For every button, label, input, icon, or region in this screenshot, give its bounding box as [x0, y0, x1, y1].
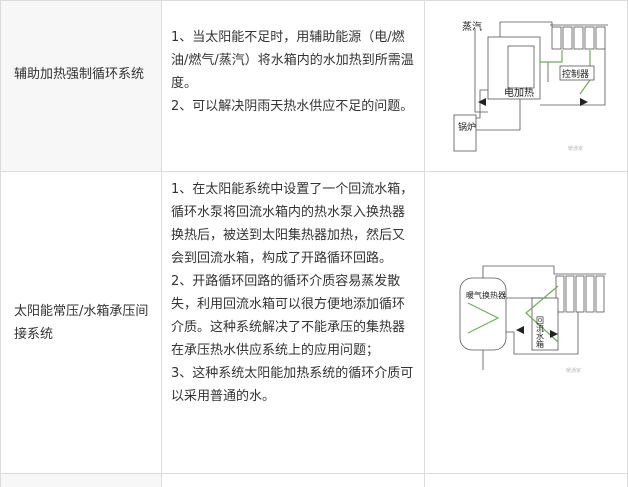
- description-point: 1、在太阳能系统中设置了一个回流水箱，循环水泵将回流水箱内的热水泵入换热器换热后…: [171, 182, 414, 266]
- return-tank: [531, 297, 559, 351]
- watermark: 暖通家: [566, 367, 581, 374]
- divider: [424, 0, 425, 487]
- heat-exchanger-label: 暖气换热器: [466, 290, 506, 300]
- flow-arrow: [580, 98, 588, 106]
- description-cell: 1、在太阳能系统中设置了一个回流水箱，循环水泵将回流水箱内的热水泵入换热器换热后…: [161, 171, 424, 473]
- system-name-cell: 辅助加热强制循环系统: [0, 0, 161, 171]
- heat-exchanger-vessel: [459, 277, 507, 351]
- description-point: 2、可以解决阴雨天热水供应不足的问题。: [171, 99, 414, 114]
- solar-collector-array: [554, 273, 606, 313]
- green-pipes: [467, 285, 559, 343]
- steam-label: 蒸汽: [462, 20, 482, 33]
- divider: [0, 0, 1, 487]
- divider: [0, 473, 628, 474]
- divider: [0, 171, 628, 172]
- controller-box: [559, 65, 595, 81]
- system-name: 辅助加热强制循环系统: [14, 67, 145, 82]
- system-name-cell: [0, 473, 161, 487]
- watermark: 暖通家: [568, 145, 583, 152]
- water-tank: [487, 36, 541, 100]
- indirect-system-diagram: 暖气换热器 回流水箱 暖通家: [438, 258, 618, 378]
- table-row: [0, 473, 628, 487]
- description-point: 2、开路循环回路的循环介质容易蒸发散失，利用回流水箱可以很方便地添加循环介质。这…: [171, 274, 406, 358]
- divider: [0, 0, 628, 1]
- diagram-cell: 蒸汽 控制器 电加热 锅炉 暖通家: [424, 0, 628, 171]
- flow-arrow: [478, 98, 486, 106]
- controller-label: 控制器: [562, 68, 589, 80]
- system-name: 太阳能常压/水箱承压间接系统: [14, 304, 149, 342]
- return-tank-label: 回流水箱: [536, 316, 545, 349]
- boiler: [453, 114, 477, 152]
- description: 1、在太阳能系统中设置了一个回流水箱，循环水泵将回流水箱内的热水泵入换热器换热后…: [171, 178, 416, 408]
- description-cell: 1、当太阳能不足时，用辅助能源（电/燃油/燃气/蒸汽）将水箱内的水加热到所需温度…: [161, 0, 424, 171]
- system-name-cell: 太阳能常压/水箱承压间接系统: [0, 171, 161, 473]
- pipes: [482, 265, 579, 370]
- diagram-cell: 暖气换热器 回流水箱 暖通家: [424, 171, 628, 473]
- flow-arrow: [516, 326, 524, 334]
- description-point: 3、这种系统太阳能加热系统的循环介质可以采用普通的水。: [171, 366, 414, 404]
- electric-heating-label: 电加热: [504, 86, 534, 99]
- divider: [161, 0, 162, 487]
- boiler-label: 锅炉: [458, 121, 476, 133]
- pipes: [470, 21, 606, 131]
- table-row: 辅助加热强制循环系统 1、当太阳能不足时，用辅助能源（电/燃油/燃气/蒸汽）将水…: [0, 0, 628, 171]
- description-cell: [161, 473, 424, 487]
- solar-collector-array: [550, 24, 608, 50]
- diagram-cell: [424, 473, 628, 487]
- description: 1、当太阳能不足时，用辅助能源（电/燃油/燃气/蒸汽）将水箱内的水加热到所需温度…: [171, 26, 416, 118]
- description-point: 1、当太阳能不足时，用辅助能源（电/燃油/燃气/蒸汽）将水箱内的水加热到所需温度…: [171, 30, 414, 91]
- table-row: 太阳能常压/水箱承压间接系统 1、在太阳能系统中设置了一个回流水箱，循环水泵将回…: [0, 171, 628, 473]
- flow-arrow: [550, 330, 558, 338]
- aux-heating-diagram: 蒸汽 控制器 电加热 锅炉 暖通家: [440, 10, 615, 158]
